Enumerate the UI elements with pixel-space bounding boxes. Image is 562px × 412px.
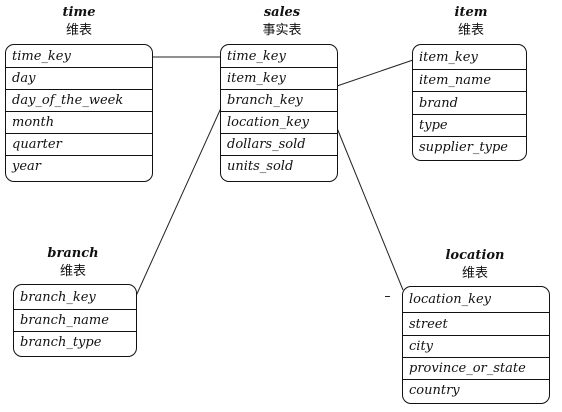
stray-mark (385, 296, 390, 298)
branch-table-title: branch (47, 246, 99, 261)
item-field-item-key: item_key (413, 45, 526, 70)
sales-field-branch-key: branch_key (221, 90, 337, 112)
link-sales-item (336, 59, 414, 87)
sales-field-location-key: location_key (221, 112, 337, 134)
sales-field-item-key: item_key (221, 68, 337, 90)
sales-table-type: 事实表 (262, 23, 302, 38)
link-sales-location (336, 127, 404, 291)
branch-field-branch-type: branch_type (20, 335, 102, 350)
sales-field-time-key: time_key (221, 45, 337, 68)
sales-field-dollars-sold: dollars_sold (221, 134, 337, 156)
time-field-day-of-the-week: day_of_the_week (6, 90, 152, 112)
location-field-province-or-state: province_or_state (403, 358, 549, 380)
time-field-day: day (6, 68, 152, 90)
location-field-location-key: location_key (403, 287, 549, 313)
branch-field-branch-key: branch_key (14, 285, 136, 310)
item-field-brand: brand (413, 92, 526, 115)
time-field-time-key: time_key (6, 45, 152, 68)
time-field-year: year (12, 159, 42, 174)
location-table: location_key street city province_or_sta… (402, 286, 550, 404)
sales-field-units-sold: units_sold (227, 159, 294, 174)
time-field-quarter: quarter (6, 134, 152, 156)
time-table-title: time (62, 5, 96, 20)
location-field-country: country (409, 383, 460, 398)
location-field-city: city (403, 336, 549, 358)
item-field-type: type (413, 115, 526, 137)
time-table: time_key day day_of_the_week month quart… (5, 44, 153, 182)
sales-table: time_key item_key branch_key location_ke… (220, 44, 338, 182)
sales-table-title: sales (263, 5, 301, 20)
link-sales-branch (135, 107, 222, 297)
item-table-title: item (454, 5, 488, 20)
branch-table: branch_key branch_name branch_type (13, 284, 137, 357)
item-table: item_key item_name brand type supplier_t… (412, 44, 527, 161)
location-field-street: street (403, 313, 549, 336)
time-table-type: 维表 (65, 23, 92, 38)
item-field-supplier-type: supplier_type (419, 140, 508, 155)
location-table-title: location (445, 248, 505, 263)
branch-table-type: 维表 (59, 264, 86, 279)
location-table-type: 维表 (461, 266, 488, 281)
item-field-item-name: item_name (413, 70, 526, 92)
item-table-type: 维表 (457, 23, 484, 38)
branch-field-branch-name: branch_name (14, 310, 136, 332)
time-field-month: month (6, 112, 152, 134)
